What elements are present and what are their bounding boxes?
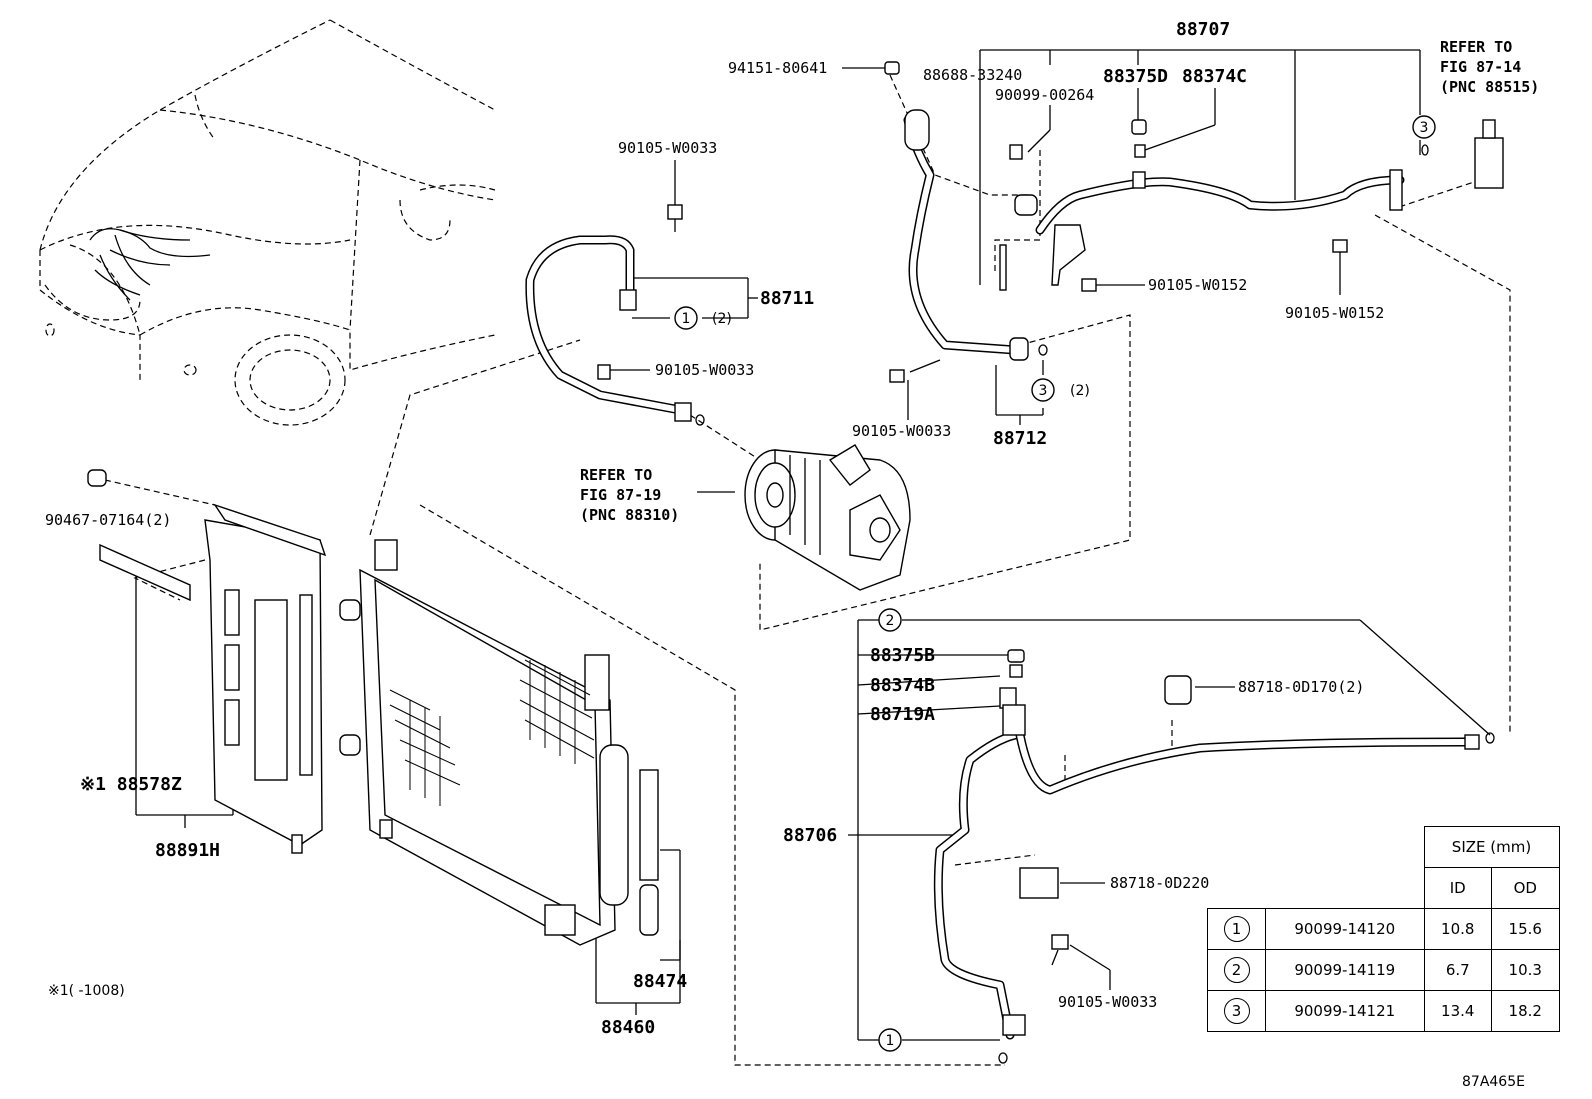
label-88719A: 88719A (870, 704, 935, 725)
label-90105-W0033-mid: 90105-W0033 (655, 361, 754, 379)
row-ref-circle: 1 (1223, 916, 1250, 942)
table-row: 3 90099-14121 13.4 18.2 (1207, 990, 1560, 1032)
label-88375B: 88375B (870, 645, 935, 666)
row-id: 13.4 (1423, 990, 1492, 1032)
callout-circles: 1 3 3 2 1 (674, 115, 1436, 1052)
condenser-fins (389, 659, 595, 806)
label-90105-W0152-b: 90105-W0152 (1285, 304, 1384, 322)
refer-fig-87-19-line1: REFER TO (580, 466, 652, 484)
callout-1-a: 1 (682, 311, 691, 327)
label-88578Z: ※1 88578Z (80, 774, 182, 795)
label-88688-33240: 88688-33240 (923, 66, 1022, 84)
label-88718-0D170: 88718-0D170(2) (1238, 678, 1364, 696)
label-88375D: 88375D (1103, 66, 1168, 87)
label-88374B: 88374B (870, 675, 935, 696)
col-id-header: ID (1423, 867, 1492, 909)
row-od: 15.6 (1491, 908, 1560, 950)
label-88460: 88460 (601, 1017, 655, 1038)
row-part-number: 90099-14120 (1265, 908, 1425, 950)
label-90099-00264: 90099-00264 (995, 86, 1094, 104)
label-88712: 88712 (993, 428, 1047, 449)
refer-fig-87-14-line1: REFER TO (1440, 38, 1512, 56)
callout-1-b: 1 (886, 1033, 895, 1049)
compressor (744, 444, 911, 591)
label-90105-W0033-lower: 90105-W0033 (852, 422, 951, 440)
row-part-number: 90099-14121 (1265, 990, 1425, 1032)
label-90467-07164: 90467-07164(2) (45, 511, 171, 529)
refer-fig-87-14-line3: (PNC 88515) (1440, 78, 1539, 96)
label-88374C: 88374C (1182, 66, 1247, 87)
row-od: 18.2 (1491, 990, 1560, 1032)
vehicle-illustration (39, 19, 496, 426)
refer-fig-87-14-line2: FIG 87-14 (1440, 58, 1521, 76)
label-88707: 88707 (1176, 19, 1230, 40)
components (87, 61, 1504, 1064)
figure-id: 87A465E (1462, 1074, 1525, 1090)
part-labels: 88707 94151-80641 88688-33240 88375D 883… (45, 19, 1539, 1090)
radiator-shroud (99, 503, 327, 854)
label-88891H: 88891H (155, 840, 220, 861)
size-header: SIZE (mm) (1423, 826, 1560, 868)
label-callout-3-qty: (2) (1070, 383, 1090, 399)
row-id: 10.8 (1423, 908, 1492, 950)
row-part-number: 90099-14119 (1265, 949, 1425, 991)
row-od: 10.3 (1491, 949, 1560, 991)
row-id: 6.7 (1423, 949, 1492, 991)
row-ref-circle: 2 (1223, 957, 1250, 983)
callout-3-a: 3 (1039, 383, 1048, 399)
callout-3-b: 3 (1420, 120, 1429, 136)
label-88706: 88706 (783, 825, 837, 846)
col-od-header: OD (1491, 867, 1560, 909)
label-94151-80641: 94151-80641 (728, 59, 827, 77)
label-callout-1-qty: (2) (712, 311, 732, 327)
label-90105-W0033-bottom: 90105-W0033 (1058, 993, 1157, 1011)
condenser (339, 539, 659, 946)
leader-lines (104, 49, 1491, 1041)
label-90105-W0152-a: 90105-W0152 (1148, 276, 1247, 294)
refer-fig-87-19-line2: FIG 87-19 (580, 486, 661, 504)
table-row: 2 90099-14119 6.7 10.3 (1207, 949, 1560, 991)
refer-fig-87-19-line3: (PNC 88310) (580, 506, 679, 524)
row-ref-circle: 3 (1223, 998, 1250, 1024)
callout-2: 2 (886, 613, 895, 629)
label-88711: 88711 (760, 288, 814, 309)
label-88474: 88474 (633, 971, 687, 992)
label-90105-W0033-top: 90105-W0033 (618, 139, 717, 157)
table-row: 1 90099-14120 10.8 15.6 (1207, 908, 1560, 950)
o-ring-size-table: SIZE (mm) ID OD 1 90099-14120 10.8 15.6 … (1207, 826, 1560, 1032)
table-header-row: SIZE (mm) (1208, 826, 1560, 868)
footnote: ※1( -1008) (48, 983, 125, 999)
label-88718-0D220: 88718-0D220 (1110, 874, 1209, 892)
ac-pipes (525, 115, 1470, 1040)
table-subheader-row: ID OD (1208, 867, 1560, 909)
